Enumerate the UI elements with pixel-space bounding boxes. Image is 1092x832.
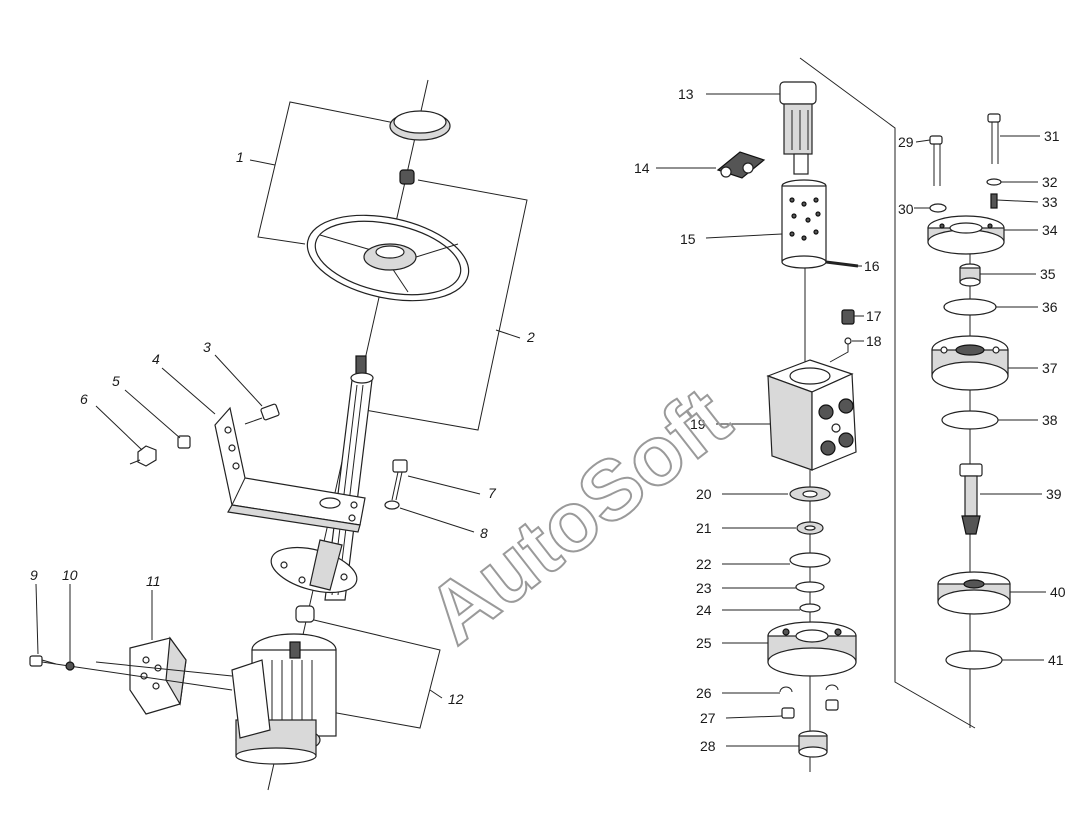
- sleeve-15: [781, 179, 827, 269]
- label-11: 11: [146, 573, 161, 589]
- label-7: 7: [488, 485, 497, 501]
- label-4: 4: [152, 351, 160, 367]
- spacer-5: [177, 435, 191, 449]
- flange-34: [927, 215, 1005, 255]
- bolt-29: [929, 135, 943, 186]
- drive-shaft-39: [959, 463, 983, 535]
- label-17: 17: [866, 308, 882, 324]
- bolt-7: [391, 459, 408, 501]
- label-33: 33: [1042, 194, 1058, 210]
- label-36: 36: [1042, 299, 1058, 315]
- washer-8: [384, 500, 400, 510]
- spring-33: [990, 193, 998, 209]
- label-22: 22: [696, 556, 712, 572]
- label-31: 31: [1044, 128, 1060, 144]
- label-38: 38: [1042, 412, 1058, 428]
- label-24: 24: [696, 602, 712, 618]
- washer-32: [986, 178, 1002, 186]
- screw-27: [781, 699, 839, 719]
- label-26: 26: [696, 685, 712, 701]
- label-5: 5: [112, 373, 120, 389]
- label-19: 19: [690, 416, 706, 432]
- label-13: 13: [678, 86, 694, 102]
- label-29: 29: [898, 134, 914, 150]
- oring-41: [945, 650, 1003, 670]
- label-2: 2: [526, 329, 535, 345]
- ball-10: [65, 661, 75, 671]
- column-nut: [399, 169, 415, 185]
- label-12: 12: [448, 691, 464, 707]
- washer-21: [796, 521, 824, 535]
- label-28: 28: [700, 738, 716, 754]
- left-assembly: 1 2 3 4 5 6 7 8 9 10 11 12: [29, 79, 535, 791]
- label-40: 40: [1050, 584, 1066, 600]
- label-34: 34: [1042, 222, 1058, 238]
- label-16: 16: [864, 258, 880, 274]
- steering-wheel: [306, 214, 470, 302]
- pin-16: [825, 260, 859, 268]
- coupling-sleeve: [295, 605, 315, 623]
- label-10: 10: [62, 567, 78, 583]
- label-32: 32: [1042, 174, 1058, 190]
- label-41: 41: [1048, 652, 1064, 668]
- nut-28: [798, 730, 828, 758]
- nut-6: [129, 445, 157, 467]
- label-39: 39: [1046, 486, 1062, 502]
- clip-26: [779, 684, 839, 693]
- label-27: 27: [700, 710, 716, 726]
- right-assembly: 29 30 31 32 33 34 35 36 37 38 39 40 41: [799, 57, 1066, 729]
- gerotor-37: [931, 335, 1009, 391]
- ball-18: [829, 337, 852, 363]
- end-cover-25: [767, 621, 857, 677]
- mounting-bracket: [214, 406, 366, 533]
- column-flange: [270, 539, 358, 594]
- label-1: 1: [236, 149, 244, 165]
- bolt-3: [244, 403, 280, 425]
- label-25: 25: [696, 635, 712, 651]
- housing-19: [766, 359, 857, 471]
- label-8: 8: [480, 525, 488, 541]
- oring-36: [943, 298, 997, 316]
- hydraulic-unit: [231, 633, 337, 765]
- nut-35: [959, 263, 981, 287]
- label-3: 3: [203, 339, 211, 355]
- label-9: 9: [30, 567, 38, 583]
- ring-23: [795, 581, 825, 593]
- label-23: 23: [696, 580, 712, 596]
- plug-17: [841, 309, 855, 325]
- plate-40: [937, 571, 1011, 615]
- label-35: 35: [1040, 266, 1056, 282]
- label-14: 14: [634, 160, 650, 176]
- center-assembly: 13 14 15 16 17 18 19 20 21 22 23 24 25 2…: [634, 81, 882, 772]
- washer-30: [929, 203, 947, 213]
- label-15: 15: [680, 231, 696, 247]
- valve-block-11: [129, 636, 187, 715]
- ring-24: [799, 603, 821, 613]
- ring-22: [789, 552, 831, 568]
- bolt-31: [987, 113, 1001, 164]
- bolt-9: [29, 655, 57, 667]
- label-6: 6: [80, 391, 88, 407]
- label-37: 37: [1042, 360, 1058, 376]
- label-20: 20: [696, 486, 712, 502]
- label-30: 30: [898, 201, 914, 217]
- spool-13: [779, 81, 817, 175]
- label-18: 18: [866, 333, 882, 349]
- label-21: 21: [696, 520, 712, 536]
- plate-20: [789, 486, 831, 502]
- horn-cap: [389, 110, 451, 141]
- spring-14: [716, 151, 766, 179]
- oring-38: [941, 410, 999, 430]
